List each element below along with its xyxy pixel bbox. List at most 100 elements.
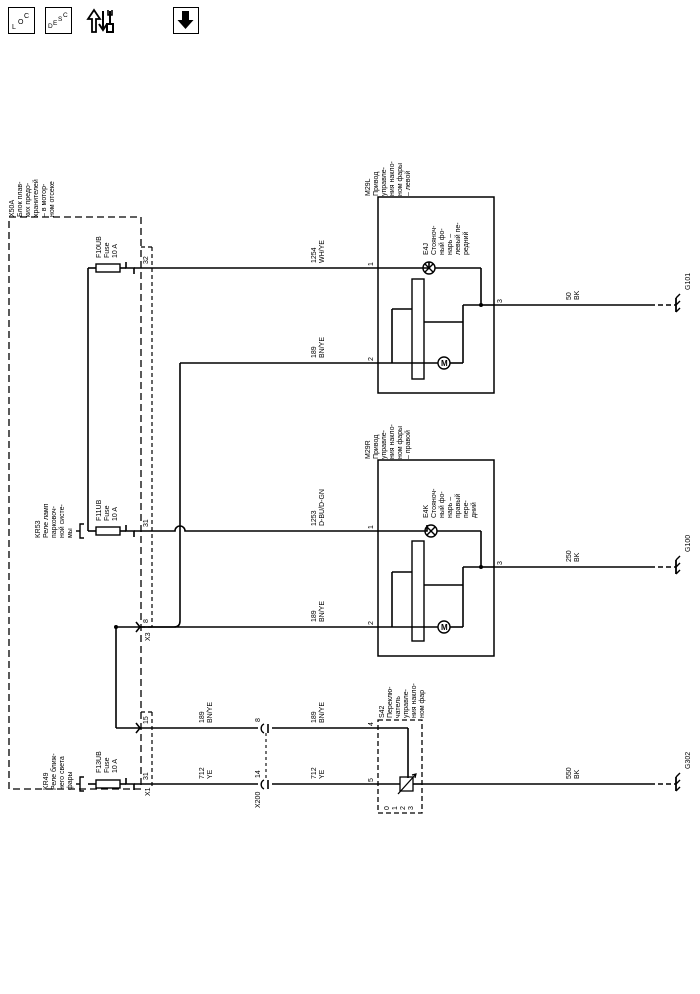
svg-text:левый пе-: левый пе- bbox=[454, 222, 462, 255]
svg-text:2: 2 bbox=[400, 806, 407, 810]
svg-text:ный фо-: ный фо- bbox=[438, 228, 446, 255]
m29l-pin-2: 2 bbox=[368, 357, 375, 361]
svg-text:управле-: управле- bbox=[381, 429, 388, 459]
svg-text:E4K: E4K bbox=[423, 504, 430, 518]
svg-text:ния накло-: ния накло- bbox=[389, 424, 396, 459]
x50a-label: X50A Блок плав- ких предо- хранителей – … bbox=[9, 179, 56, 217]
svg-text:ный фо-: ный фо- bbox=[438, 491, 446, 518]
svg-text:редний: редний bbox=[462, 232, 470, 255]
svg-text:D-BU/D-GN: D-BU/D-GN bbox=[319, 489, 326, 526]
wire-712-left-label: 712 YE bbox=[199, 767, 214, 779]
wire-189-top-label: 189 BN/YE bbox=[311, 337, 326, 358]
svg-text:189: 189 bbox=[311, 610, 318, 622]
ground-g100-label: G100 bbox=[685, 535, 692, 552]
ground-g302-icon bbox=[675, 772, 681, 792]
svg-text:Переклю-: Переклю- bbox=[387, 686, 394, 718]
svg-text:F10UB: F10UB bbox=[96, 236, 103, 258]
svg-text:712: 712 bbox=[311, 767, 318, 779]
relay-kr49-label: KR49 Реле ближ- него света фары bbox=[43, 753, 74, 790]
svg-text:Fuse: Fuse bbox=[104, 757, 111, 773]
relay-kr53-symbol bbox=[79, 523, 84, 539]
pin-32: 32 bbox=[143, 256, 150, 264]
svg-text:Fuse: Fuse bbox=[104, 505, 111, 521]
svg-text:ния накло-: ния накло- bbox=[389, 161, 396, 196]
ground-g101-icon bbox=[675, 293, 681, 313]
svg-text:– в мотор-: – в мотор- bbox=[41, 183, 48, 217]
svg-text:ном отсеке: ном отсеке bbox=[49, 181, 56, 217]
svg-text:E: E bbox=[53, 20, 58, 27]
s42-pin-4: 4 bbox=[368, 722, 375, 726]
ground-g100-icon bbox=[675, 555, 681, 575]
connector-x200: X200 bbox=[255, 792, 262, 808]
wire-712-right-label: 712 YE bbox=[311, 767, 326, 779]
svg-text:189: 189 bbox=[311, 711, 318, 723]
m29l-pin-1: 1 bbox=[368, 262, 375, 266]
wrench-arrows-icon[interactable] bbox=[85, 7, 119, 34]
svg-text:ких предо-: ких предо- bbox=[25, 182, 32, 217]
svg-text:YE: YE bbox=[207, 769, 214, 779]
m29r-pin-3: 3 bbox=[497, 561, 504, 565]
svg-text:S42: S42 bbox=[379, 705, 386, 718]
svg-text:Реле ламп: Реле ламп bbox=[43, 503, 50, 538]
wire-1254-label: 1254 WH/YE bbox=[311, 240, 326, 263]
svg-text:ной систе-: ной систе- bbox=[58, 503, 66, 538]
svg-text:пере-: пере- bbox=[463, 500, 470, 518]
connector-x1: X1 bbox=[145, 787, 152, 796]
wire-189-mid-label: 189 BN/YE bbox=[311, 601, 326, 622]
motor-m29l-label: M bbox=[441, 359, 448, 368]
svg-text:189: 189 bbox=[199, 711, 206, 723]
svg-text:BN/YE: BN/YE bbox=[319, 601, 326, 622]
wire-1253-label: 1253 D-BU/D-GN bbox=[311, 489, 326, 526]
s42-positions: 0 1 2 3 bbox=[384, 806, 415, 810]
pin-31-kr53: 31 bbox=[143, 519, 150, 527]
fuse-block-x50a-outline bbox=[8, 216, 142, 790]
svg-text:0: 0 bbox=[384, 806, 391, 810]
wire-550-label: 550 BK bbox=[566, 767, 581, 779]
svg-text:Реле ближ-: Реле ближ- bbox=[50, 753, 58, 790]
svg-text:ния накло-: ния накло- bbox=[411, 683, 418, 718]
loc-button[interactable]: L O C bbox=[8, 7, 35, 34]
svg-text:KR49: KR49 bbox=[43, 772, 50, 790]
svg-text:3: 3 bbox=[408, 806, 415, 810]
svg-text:KR53: KR53 bbox=[35, 520, 42, 538]
svg-text:ном фары: ном фары bbox=[397, 426, 404, 459]
junction-dot bbox=[479, 565, 483, 569]
s42-label: S42 Переклю- чатель управле- ния накло- … bbox=[379, 683, 426, 718]
svg-text:M29L: M29L bbox=[365, 178, 372, 196]
lamp-e4j-label: E4J Стояноч- ный фо- нарь – левый пе- ре… bbox=[423, 222, 470, 255]
lamp-e4k-label: E4K Стояноч- ный фо- нарь – правый пере-… bbox=[423, 488, 478, 518]
desc-button[interactable]: D E S C bbox=[45, 7, 72, 34]
wire-50-label: 50 BK bbox=[566, 290, 581, 300]
svg-text:X50A: X50A bbox=[9, 200, 16, 217]
x200-pin-8: 8 bbox=[255, 718, 262, 722]
m29r-label: M29R Привод управле- ния накло- ном фары… bbox=[365, 424, 412, 459]
desc-icon: D E S C bbox=[48, 12, 68, 30]
pin-15: 15 bbox=[143, 716, 150, 724]
pin-31-kr49: 31 bbox=[143, 772, 150, 780]
toolbar: L O C D E S C bbox=[0, 0, 700, 40]
svg-text:управле-: управле- bbox=[381, 166, 388, 196]
down-arrow-icon[interactable] bbox=[173, 7, 199, 34]
motor-m29r-label: M bbox=[441, 623, 448, 632]
svg-text:BK: BK bbox=[574, 552, 581, 562]
svg-text:1253: 1253 bbox=[311, 510, 318, 526]
s42-pin-5: 5 bbox=[368, 778, 375, 782]
svg-text:1254: 1254 bbox=[311, 247, 318, 263]
svg-text:F11UB: F11UB bbox=[96, 499, 103, 521]
svg-text:– левой: – левой bbox=[404, 171, 412, 196]
fuse-f10ub bbox=[95, 263, 121, 273]
svg-text:Привод: Привод bbox=[373, 172, 380, 196]
svg-text:712: 712 bbox=[199, 767, 206, 779]
svg-text:BK: BK bbox=[574, 290, 581, 300]
svg-text:D: D bbox=[48, 23, 53, 30]
svg-text:Блок плав-: Блок плав- bbox=[17, 181, 24, 217]
svg-text:– правой: – правой bbox=[404, 430, 412, 459]
svg-text:550: 550 bbox=[566, 767, 573, 779]
svg-text:Стояноч-: Стояноч- bbox=[431, 488, 438, 518]
svg-text:C: C bbox=[24, 13, 29, 20]
svg-text:S: S bbox=[58, 16, 63, 23]
fuse-f11ub bbox=[95, 526, 121, 536]
m29l-label: M29L Привод управле- ния накло- ном фары… bbox=[365, 161, 412, 196]
svg-text:чатель: чатель bbox=[395, 696, 402, 718]
fuse-f13ub bbox=[95, 779, 121, 789]
